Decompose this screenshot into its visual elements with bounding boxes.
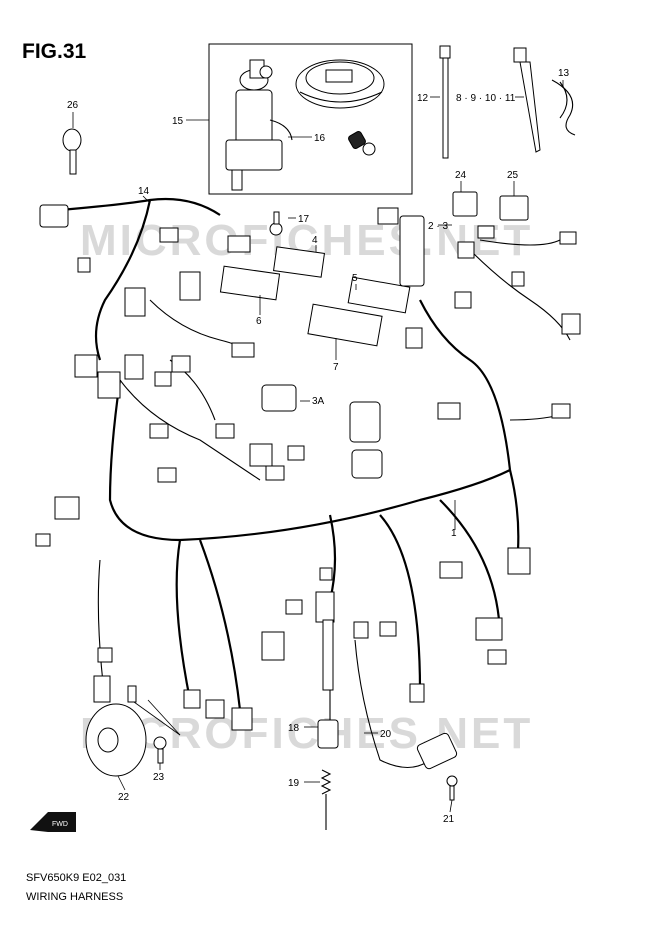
callout-24: 24 — [455, 170, 467, 181]
bolt-21 — [446, 775, 458, 801]
pad-4 — [272, 246, 326, 278]
cable-tie-8-11 — [513, 47, 541, 153]
pad-5 — [347, 276, 411, 314]
seat-lock — [348, 131, 376, 156]
key — [62, 128, 82, 175]
main-harness — [59, 197, 571, 769]
fwd-label: FWD — [52, 821, 68, 828]
callout-19: 19 — [288, 778, 300, 789]
callout-4: 4 — [312, 235, 318, 246]
callout-26: 26 — [67, 100, 79, 111]
pad-7 — [307, 303, 383, 347]
bolt-17 — [269, 211, 283, 236]
pad-6 — [219, 265, 281, 301]
callout-20: 20 — [380, 729, 392, 740]
figure-title: FIG.31 — [22, 40, 87, 63]
callout-7: 7 — [333, 362, 339, 373]
fuel-cap — [295, 59, 385, 109]
callout-15: 15 — [172, 116, 184, 127]
callout-25: 25 — [507, 170, 519, 181]
ignition-switch-box — [208, 43, 413, 195]
callout-23: 23 — [153, 772, 165, 783]
footer-code: SFV650K9 E02_031 — [26, 872, 127, 884]
callout-8-11: 8 · 9 · 10 · 11 — [456, 93, 516, 104]
cable-tie-12 — [439, 45, 451, 159]
callout-14: 14 — [138, 186, 150, 197]
relay-3a — [261, 384, 297, 412]
relay-25 — [499, 195, 529, 221]
callout-2-3: 2 · 3 — [428, 221, 448, 232]
callout-6: 6 — [256, 316, 262, 327]
callout-13: 13 — [558, 68, 570, 79]
watermark-bottom: MICROFICHES.NET — [80, 709, 533, 758]
callout-5: 5 — [352, 273, 358, 284]
harness-connectors — [35, 204, 581, 731]
callout-17: 17 — [298, 214, 310, 225]
horn — [85, 685, 147, 777]
callout-12: 12 — [417, 93, 429, 104]
callout-3a: 3A — [312, 396, 325, 407]
callout-1: 1 — [451, 528, 457, 539]
bolt-23 — [153, 736, 167, 764]
callout-16: 16 — [314, 133, 326, 144]
switch-20 — [416, 732, 458, 770]
footer-name: WIRING HARNESS — [26, 891, 124, 903]
callout-18: 18 — [288, 723, 300, 734]
callout-22: 22 — [118, 792, 130, 803]
fwd-direction-badge: FWD — [30, 812, 76, 832]
ignition-switch — [225, 59, 293, 191]
relay-24 — [452, 191, 478, 217]
sensor-18 — [317, 619, 339, 749]
spring-19 — [320, 769, 332, 830]
leader-lines — [72, 80, 564, 813]
callout-21: 21 — [443, 814, 455, 825]
clamp-13 — [551, 79, 576, 136]
